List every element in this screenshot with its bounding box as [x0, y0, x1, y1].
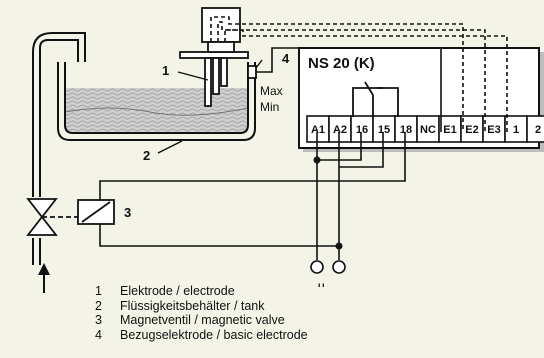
electrode-cables: [210, 16, 508, 132]
min-level-label: Min: [260, 100, 279, 114]
reference-cable: [256, 47, 442, 132]
terminal-label: E2: [465, 124, 478, 136]
terminal-label: 15: [378, 124, 390, 136]
legend-number: 1: [95, 284, 102, 298]
legend-number: 2: [95, 298, 102, 313]
legend-item: 1 Elektrode / electrode: [95, 284, 308, 299]
callout-leaders: [157, 59, 263, 154]
magnetic-valve: [26, 198, 115, 236]
legend-text: Magnetventil / magnetic valve: [120, 313, 285, 327]
terminal-box: [526, 115, 544, 143]
wiring: [99, 132, 406, 260]
terminal-label: E1: [443, 124, 456, 136]
legend-number: 3: [95, 313, 102, 327]
terminal-label: 16: [356, 124, 368, 136]
callout-tank: 2: [143, 148, 150, 163]
relay-contact: [352, 81, 399, 117]
legend-text: Elektrode / electrode: [120, 284, 235, 298]
terminal-label: 2: [535, 124, 541, 136]
legend-text: Bezugselektrode / basic electrode: [120, 327, 308, 342]
legend-item: 3 Magnetventil / magnetic valve: [95, 313, 308, 328]
inlet-pipe: [32, 32, 86, 265]
max-level-label: Max: [260, 84, 283, 98]
tank: [57, 62, 256, 141]
wiring-junctions: [313, 156, 343, 250]
inlet-flow-arrow: [38, 263, 50, 293]
terminal-label: 1: [513, 124, 519, 136]
legend-text: Flüssigkeitsbehälter / tank: [120, 298, 265, 313]
legend: 1 Elektrode / electrode 2 Flüssigkeitsbehäl…: [95, 284, 308, 342]
callout-electrode: 1: [162, 63, 169, 78]
legend-item: 2 Flüssigkeitsbehälter / tank: [95, 299, 308, 314]
legend-number: 4: [95, 327, 102, 342]
supply-terminals: [310, 260, 346, 274]
terminal-label: 18: [400, 124, 412, 136]
callout-valve: 3: [124, 205, 131, 220]
terminal-label: A1: [311, 124, 325, 136]
terminal-label: E3: [487, 124, 500, 136]
callout-reference-electrode: 4: [282, 51, 290, 66]
controller-title: NS 20 (K): [308, 55, 375, 72]
terminal-label: A2: [333, 124, 347, 136]
supply-voltage-mark: U: [318, 282, 329, 292]
electrode-assembly: [179, 7, 249, 107]
terminal-strip: A1 A2 16 15 18 NC E1 E2 E3 1 2: [306, 115, 544, 143]
controller-unit: NS 20 (K) A1 A2 16 15 18 NC E1 E2 E3 1 2: [298, 47, 544, 152]
terminal-label: NC: [420, 124, 436, 136]
reference-electrode: [247, 65, 257, 79]
legend-item: 4 Bezugselektrode / basic electrode: [95, 328, 308, 343]
